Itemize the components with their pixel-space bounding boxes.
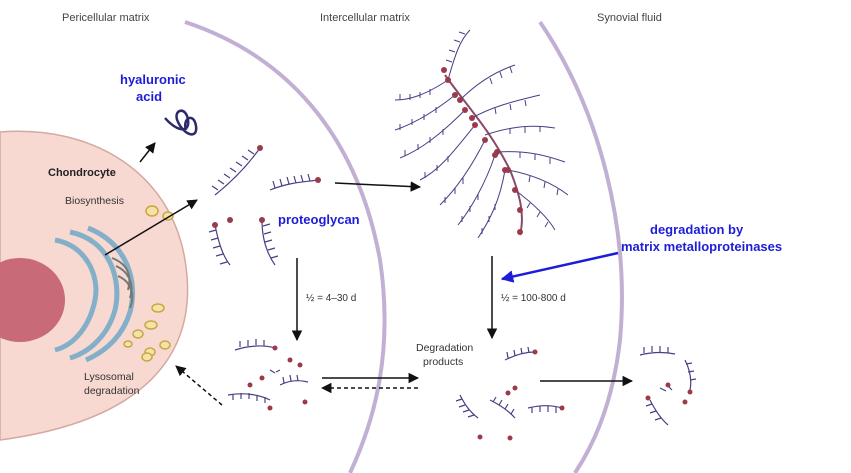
hyaluronic-label-line2: acid (136, 89, 163, 104)
half-life-intercellular: ½ = 100-800 d (501, 293, 566, 304)
golgi-stack (111, 257, 134, 309)
lysosomal-label-line1: Lysosomal (84, 371, 134, 383)
degraded-fragments-pericellular (227, 339, 309, 403)
vesicles (123, 205, 174, 362)
hyaluronic-acid-strand (164, 109, 198, 136)
pericellular-boundary-arc (184, 20, 387, 473)
half-life-pericellular: ½ = 4–30 d (306, 293, 357, 304)
golgi-apparatus (54, 225, 136, 363)
lysosomal-label-line2: degradation (84, 385, 140, 397)
degradation-products (455, 346, 563, 419)
degradation-products-label-line1: Degradation (416, 342, 474, 354)
flow-arrows (104, 142, 634, 406)
degradation-products-label-line2: products (423, 356, 464, 368)
hyaluronic-label-line1: hyaluronic (120, 72, 186, 87)
mmp-label-line2: matrix metalloproteinases (621, 239, 783, 254)
biosynthesis-label: Biosynthesis (65, 195, 124, 207)
header-synovial-fluid: Synovial fluid (597, 12, 662, 24)
proteoglycan-monomers (208, 147, 319, 266)
mmp-annotation-arrow (500, 251, 619, 283)
synovial-boundary-arc (538, 20, 624, 473)
proteoglycan-aggregate (394, 29, 569, 239)
nucleus (0, 258, 65, 342)
header-pericellular-matrix: Pericellular matrix (62, 12, 150, 24)
chondrocyte-cell (0, 130, 189, 441)
chondrocyte-label: Chondrocyte (48, 167, 116, 179)
header-intercellular-matrix: Intercellular matrix (320, 12, 410, 24)
mmp-label-line1: degradation by (650, 222, 744, 237)
proteoglycan-label: proteoglycan (278, 212, 360, 227)
